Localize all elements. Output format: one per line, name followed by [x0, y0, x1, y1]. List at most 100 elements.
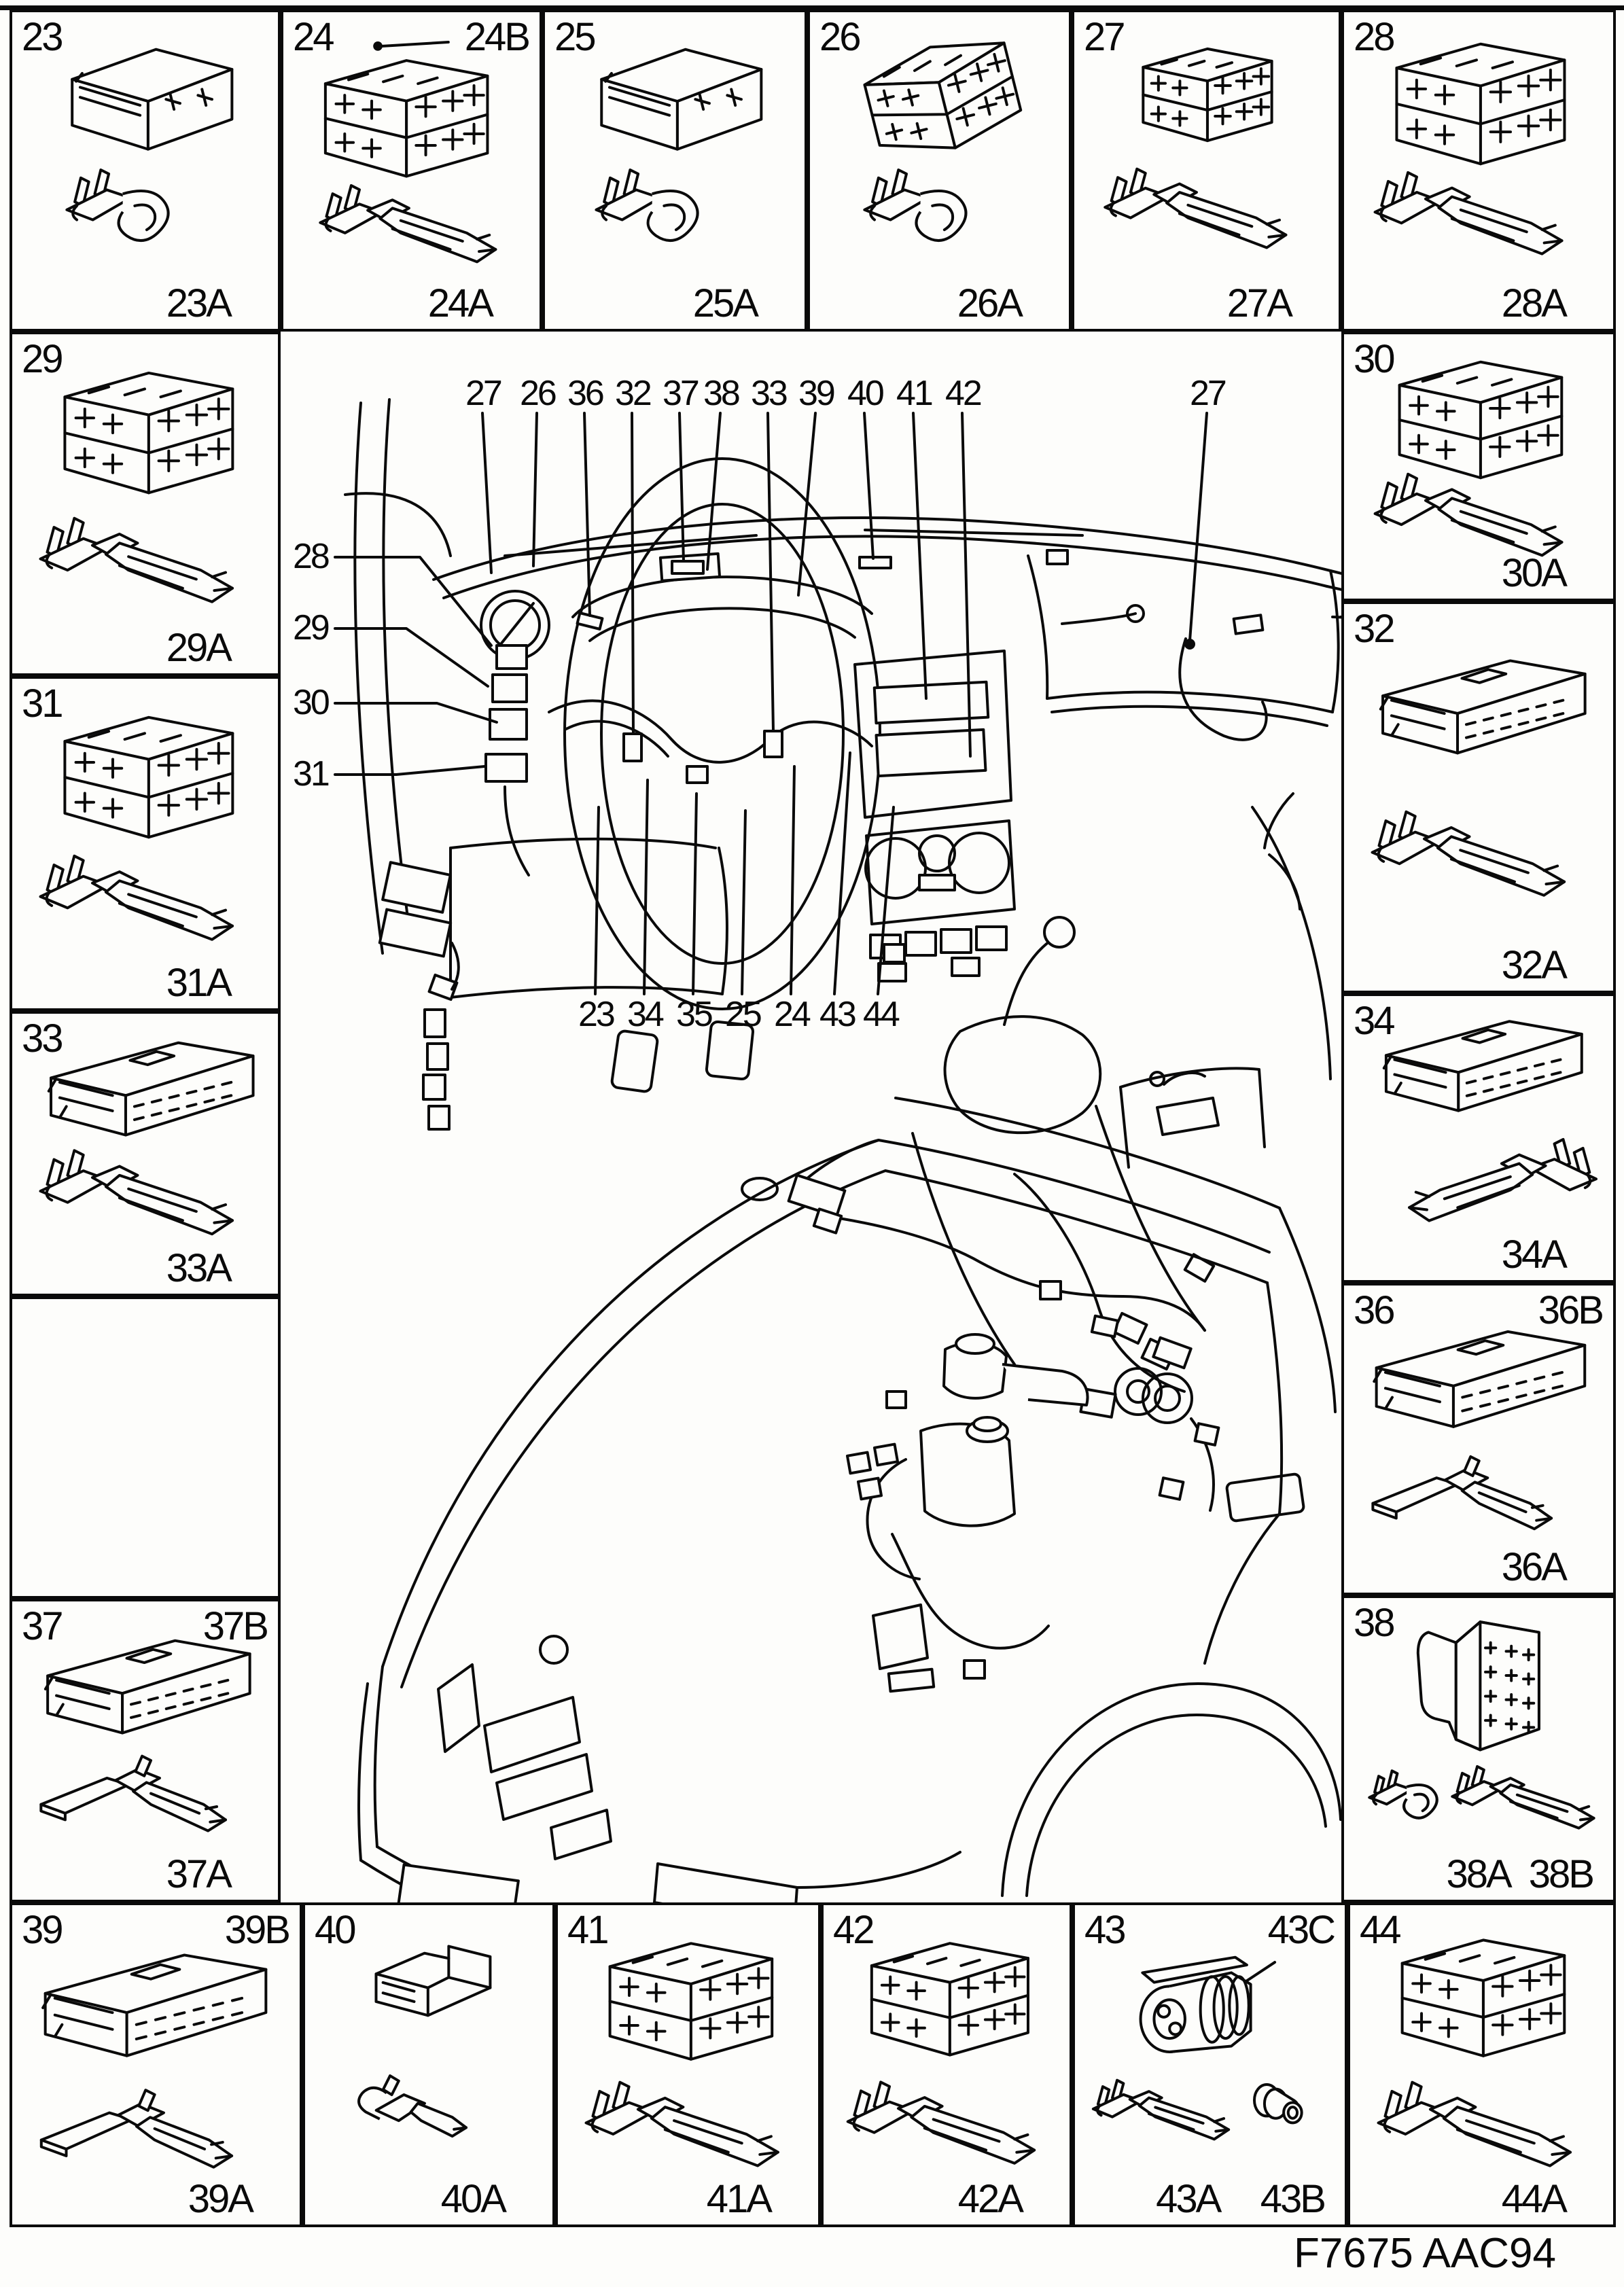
callout-39: 39: [798, 374, 834, 413]
callout-41: 41: [896, 374, 932, 413]
dashboard-drawing: [345, 400, 1341, 1521]
connector-illustration: [1075, 1905, 1345, 2224]
part-variant-label: 39B: [224, 1908, 291, 1952]
terminal-label: 42A: [957, 2177, 1024, 2221]
part-number-label: 39: [22, 1908, 63, 1952]
callout-32: 32: [615, 374, 651, 413]
callout-numbers: 27 26 36 32 37 38 33 39 40 41 42 27 28 2…: [293, 374, 1228, 1034]
connector-illustration: [12, 12, 278, 329]
part-cell-39: 39 39B 39A: [10, 1902, 302, 2227]
part-cell-41: 41 41A: [555, 1902, 821, 2227]
callout-30: 30: [293, 683, 329, 722]
callout-33: 33: [751, 374, 787, 413]
terminal-label: 36A: [1501, 1545, 1568, 1589]
part-number-label: 27: [1084, 15, 1125, 59]
callout-42: 42: [945, 374, 981, 413]
part-cell-30: 30 30A: [1341, 332, 1616, 601]
connector-illustration: [1074, 12, 1339, 329]
part-number-label: 28: [1354, 15, 1395, 59]
part-number-label: 40: [315, 1908, 356, 1952]
callout-37: 37: [663, 374, 699, 413]
part-cell-26: 26 26A: [807, 10, 1072, 332]
terminal-label: 34A: [1501, 1233, 1568, 1277]
callout-35: 35: [676, 995, 712, 1034]
callout-28: 28: [293, 537, 329, 576]
vehicle-location-illustration: 27 26 36 32 37 38 33 39 40 41 42 27 28 2…: [293, 374, 1341, 1902]
part-variant-label: 36B: [1538, 1288, 1604, 1332]
connector-illustration: [558, 1905, 818, 2224]
terminal-label: 41A: [706, 2177, 773, 2221]
terminal-label: 39A: [188, 2177, 254, 2221]
connector-illustration: [283, 12, 540, 329]
part-cell-32: 32 32A: [1341, 601, 1616, 993]
callout-29: 29: [293, 608, 329, 648]
terminal-label: 32A: [1501, 943, 1568, 987]
part-variant-label: 24B: [464, 15, 531, 59]
terminal-label: 33A: [166, 1246, 232, 1290]
terminal-label: 31A: [166, 961, 232, 1005]
part-variant-label: 37B: [202, 1604, 269, 1648]
part-cell-29: 29 29A: [10, 332, 281, 676]
part-number-label: 37: [22, 1604, 63, 1648]
part-number-label: 33: [22, 1016, 63, 1061]
terminal-label: 27A: [1226, 281, 1293, 325]
terminal-label: 43A: [1156, 2177, 1222, 2221]
part-number-label: 44: [1360, 1908, 1401, 1952]
engine-bay-drawing: [359, 1068, 1341, 1902]
callout-40: 40: [847, 374, 883, 413]
terminal-label: 44A: [1501, 2177, 1568, 2221]
part-cell-40: 40 40A: [302, 1902, 555, 2227]
callout-34: 34: [627, 995, 664, 1034]
callout-43: 43: [819, 995, 855, 1034]
part-cell-42: 42 42A: [821, 1902, 1072, 2227]
part-number-label: 34: [1354, 999, 1395, 1043]
part-number-label: 36: [1354, 1288, 1395, 1332]
part-number-label: 32: [1354, 607, 1395, 651]
connector-illustration: [824, 1905, 1070, 2224]
part-cell-31: 31 31A: [10, 676, 281, 1011]
callout-44: 44: [863, 995, 900, 1034]
part-cell-28: 28 28A: [1341, 10, 1616, 332]
callout-23: 23: [578, 995, 614, 1034]
part-number-label: 31: [22, 681, 63, 726]
part-number-label: 42: [833, 1908, 875, 1952]
page-top-rule: [0, 5, 1624, 10]
callout-25: 25: [725, 995, 761, 1034]
part-cell-25: 25 25A: [542, 10, 807, 332]
terminal-label: 24A: [427, 281, 494, 325]
part-cell-24: 24 24B 24A: [281, 10, 542, 332]
connector-illustration: [12, 679, 278, 1008]
terminal-label: 38B: [1528, 1852, 1595, 1896]
seal-label: 43B: [1260, 2177, 1326, 2221]
part-number-label: 43: [1084, 1908, 1126, 1952]
terminal-label: 30A: [1501, 551, 1568, 595]
part-number-label: 29: [22, 337, 63, 381]
terminal-label: 25A: [692, 281, 759, 325]
empty-cell: [10, 1296, 281, 1599]
part-number-label: 24: [293, 15, 334, 59]
part-cell-33: 33 33A: [10, 1011, 281, 1296]
part-cell-38: 38 38A 38B: [1341, 1595, 1616, 1902]
terminal-label: 40A: [440, 2177, 507, 2221]
terminal-label: 28A: [1501, 281, 1568, 325]
callout-31: 31: [293, 754, 329, 794]
part-cell-34: 34 34A: [1341, 993, 1616, 1283]
connector-illustration: [545, 12, 805, 329]
part-cell-44: 44 44A: [1347, 1902, 1616, 2227]
part-cell-23: 23 23A: [10, 10, 281, 332]
terminal-label: 26A: [957, 281, 1023, 325]
part-number-label: 38: [1354, 1601, 1395, 1645]
callout-27-right: 27: [1190, 374, 1226, 413]
part-cell-43: 43 43C 43A 43B: [1072, 1902, 1347, 2227]
callout-leaders: [335, 413, 1207, 994]
connector-illustration: [1344, 604, 1613, 991]
connector-illustration: [12, 334, 278, 673]
part-number-label: 25: [554, 15, 596, 59]
terminal-label: 23A: [166, 281, 232, 325]
connector-illustration: [305, 1905, 552, 2224]
terminal-label: 37A: [166, 1852, 232, 1896]
terminal-label: 38A: [1446, 1852, 1512, 1896]
part-number-label: 41: [567, 1908, 609, 1952]
part-number-label: 30: [1354, 337, 1395, 381]
